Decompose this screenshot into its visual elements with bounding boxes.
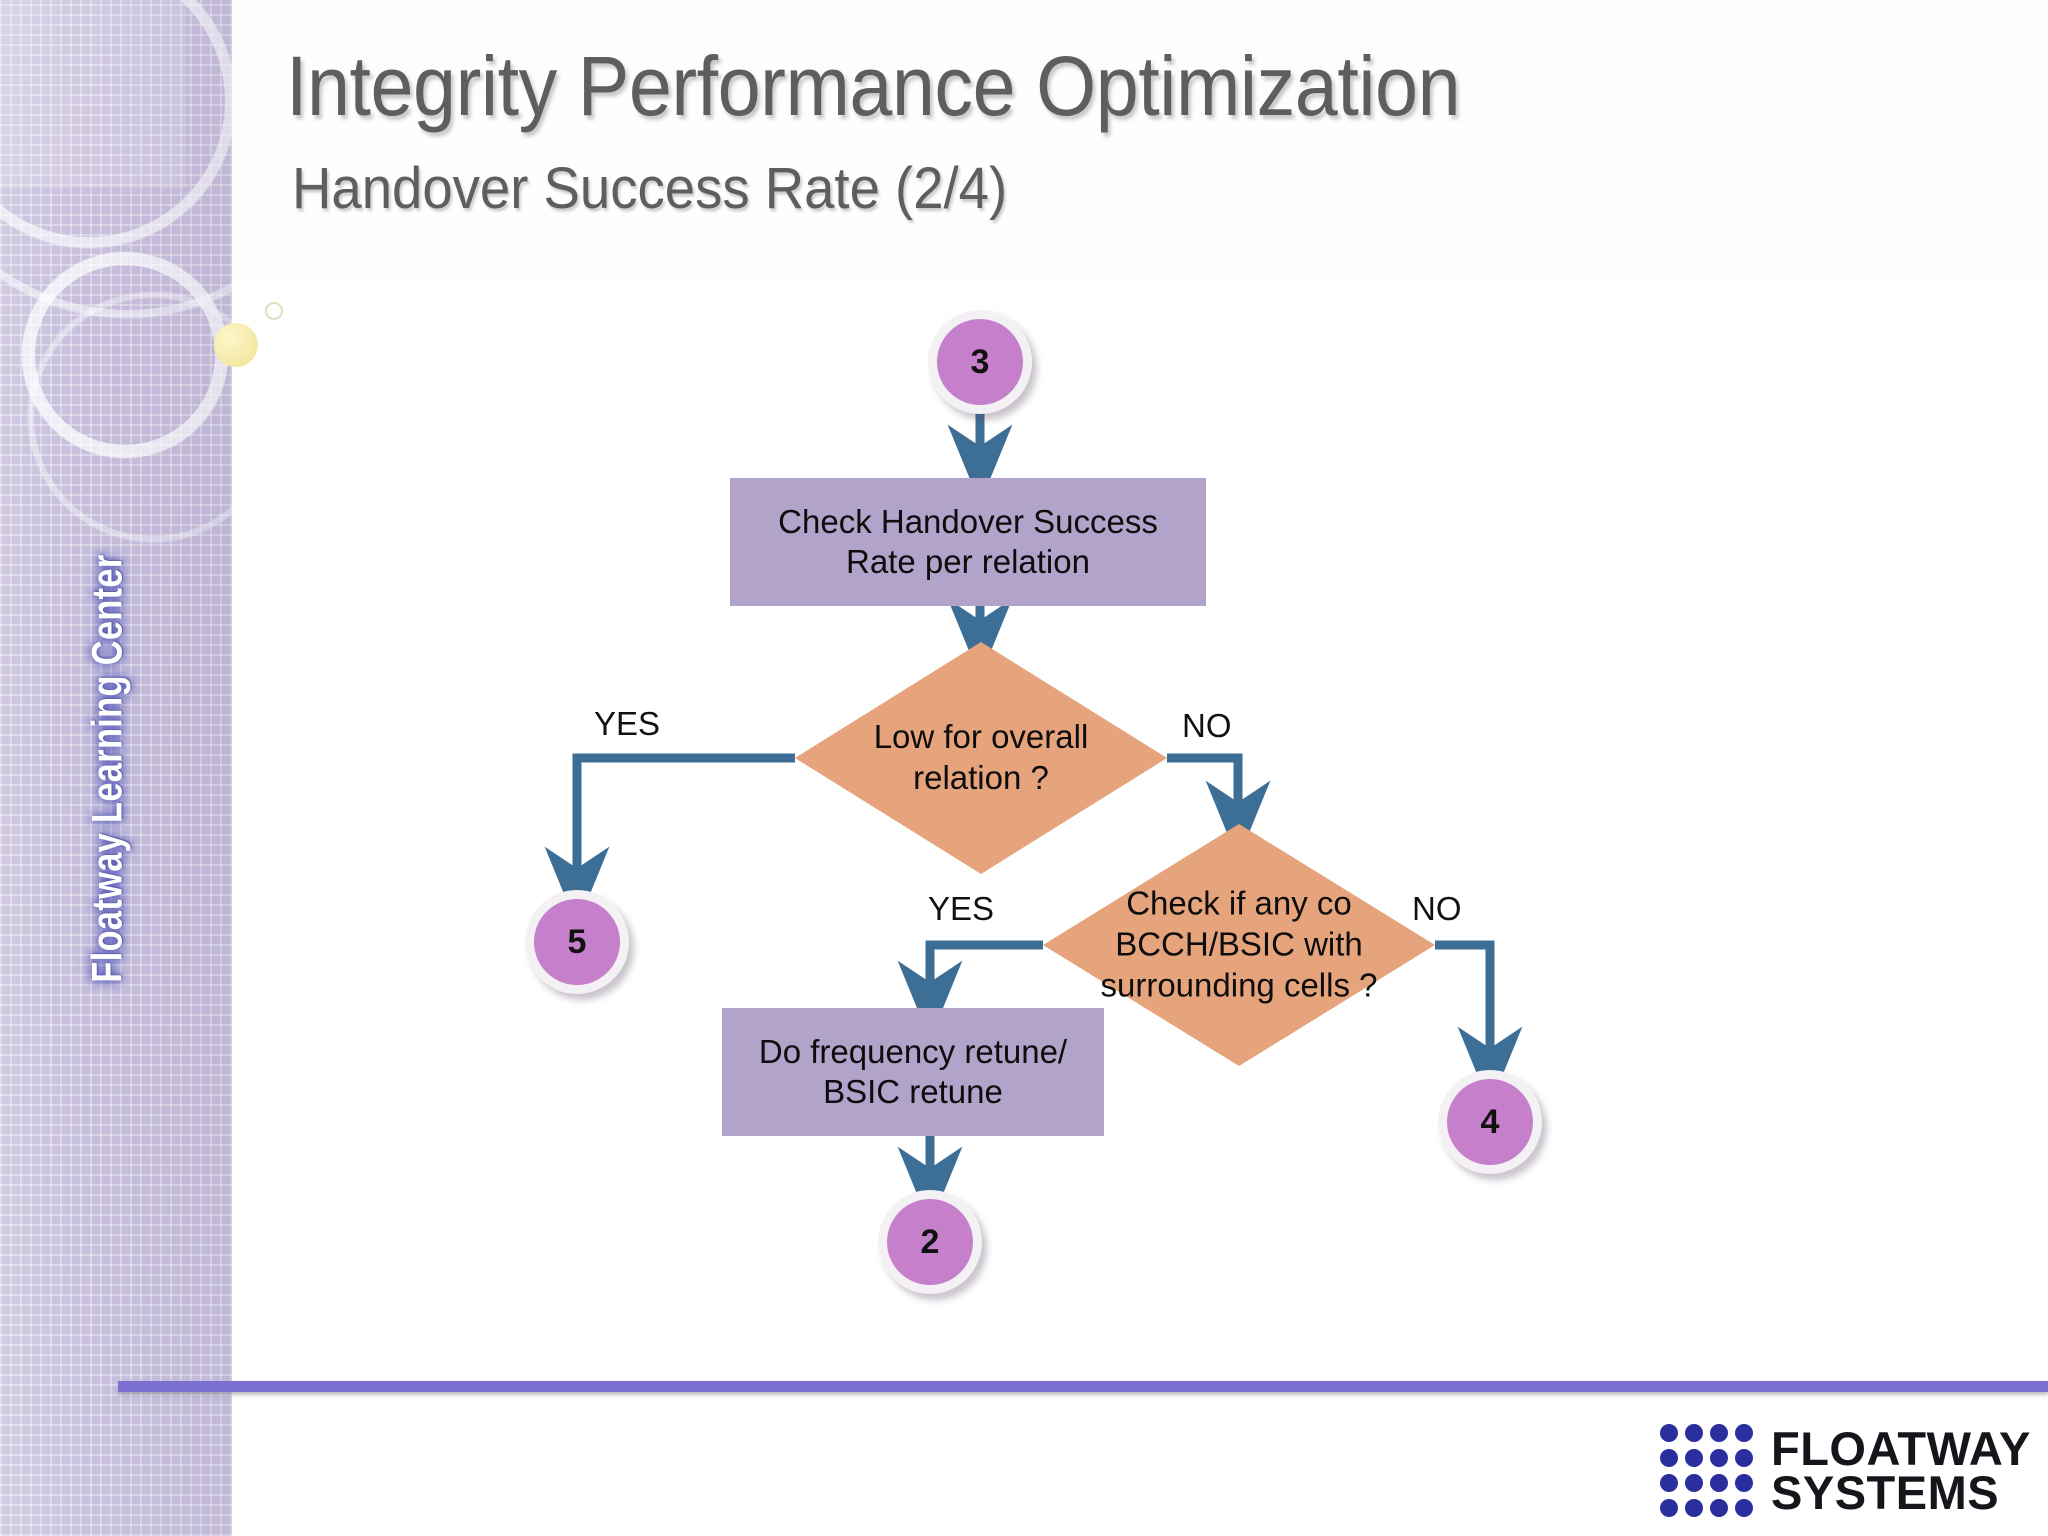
edge-label-yes-decision2: YES [928, 890, 995, 927]
edge-label-no-decision2: NO [1412, 890, 1462, 927]
logo-wordmark: FLOATWAY SYSTEMS [1771, 1422, 2031, 1519]
logo-line-1: FLOATWAY [1771, 1422, 2031, 1476]
process-check-handover-success-rate[interactable]: Check Handover Success Rate per relation [730, 478, 1206, 606]
sidebar-shading [0, 0, 232, 1536]
page-subtitle: Handover Success Rate (2/4) [292, 156, 1008, 221]
decision-check-co-bcch-bsic[interactable]: Check if any co BCCH/BSIC with surroundi… [1043, 824, 1435, 1066]
edge-label-yes-decision1: YES [594, 705, 661, 742]
decorative-outline-dot [265, 302, 283, 320]
connector-node-5[interactable]: 5 [525, 890, 629, 994]
decorative-yellow-dot [214, 323, 258, 367]
footer-divider [118, 1381, 2048, 1392]
floatway-systems-logo: FLOATWAY SYSTEMS [1660, 1424, 2031, 1517]
decorative-ring-upper [0, 0, 232, 248]
footer-divider-shadow [118, 1392, 2048, 1397]
logo-line-2: SYSTEMS [1771, 1465, 2000, 1519]
process-do-frequency-retune[interactable]: Do frequency retune/ BSIC retune [722, 1008, 1104, 1136]
sidebar-brand-text: Floatway Learning Center [83, 554, 132, 983]
connector-node-3[interactable]: 3 [928, 310, 1032, 414]
decorative-sidebar [0, 0, 232, 1536]
logo-dot-grid-icon [1660, 1424, 1753, 1517]
decision-low-for-overall-relation[interactable]: Low for overall relation ? [795, 642, 1167, 874]
connector-node-2[interactable]: 2 [878, 1190, 982, 1294]
edge-label-no-decision1: NO [1182, 707, 1232, 744]
connector-node-4[interactable]: 4 [1438, 1070, 1542, 1174]
page-title: Integrity Performance Optimization [286, 39, 1461, 133]
